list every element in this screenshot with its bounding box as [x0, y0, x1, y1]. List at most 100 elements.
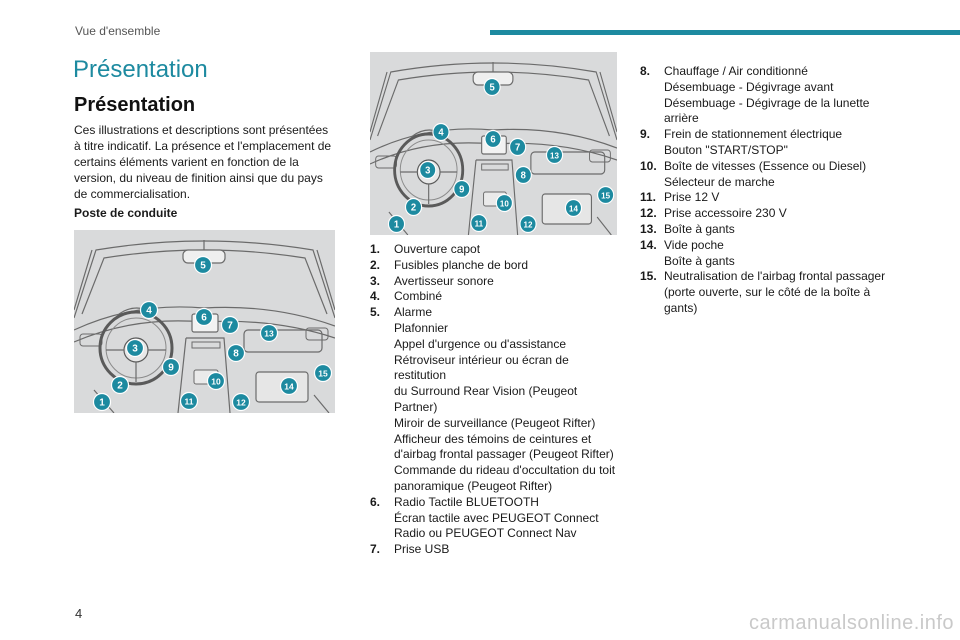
- steering-wheel: [393, 132, 465, 208]
- section-subtitle: Présentation: [74, 94, 196, 116]
- callout-number: 6: [201, 313, 207, 324]
- header-accent-bar: [490, 30, 960, 35]
- legend-item-text: Chauffage / Air conditionné: [664, 64, 808, 78]
- callout-marker: 6: [484, 129, 502, 149]
- legend-item: 1. Ouverture capot: [370, 242, 620, 258]
- legend-item-text: Boîte de vitesses (Essence ou Diesel): [664, 158, 867, 173]
- legend-item-text: Alarme: [394, 305, 433, 320]
- legend-item-number: 13.: [640, 221, 657, 236]
- legend-item-number: 14.: [640, 237, 657, 252]
- callout-marker: 8: [226, 343, 246, 363]
- callout-number: 7: [227, 321, 233, 332]
- legend-item-text: Vide poche: [664, 237, 724, 252]
- callout-marker: 14: [564, 198, 583, 218]
- callout-number: 9: [459, 184, 465, 195]
- callout-number: 13: [264, 329, 274, 339]
- legend-item-text: panoramique (Peugeot Rifter): [394, 478, 553, 493]
- legend-item-number: 3.: [370, 273, 381, 288]
- callout-number: 9: [168, 363, 174, 374]
- callout-number: 2: [411, 202, 417, 213]
- legend-item-text: Fusibles planche de bord: [394, 257, 529, 272]
- callout-number: 3: [425, 165, 431, 176]
- callout-marker: 15: [597, 185, 615, 205]
- callout-number: 11: [185, 397, 194, 407]
- callout-number: 5: [200, 261, 206, 272]
- callout-marker: 11: [179, 391, 199, 411]
- legend-item-text: Commande du rideau d'occultation du toit: [394, 463, 616, 478]
- legend-item: 2. Fusibles planche de bord: [370, 258, 620, 274]
- callout-marker: 4: [139, 300, 159, 320]
- steering-wheel: [98, 310, 174, 386]
- callout-number: 10: [211, 377, 221, 387]
- legend-item-text: Sélecteur de marche: [664, 174, 775, 189]
- legend-item-text: Désembuage - Dégivrage de la lunette: [664, 95, 870, 110]
- callout-number: 1: [99, 398, 105, 409]
- section-label: Vue d'ensemble: [75, 24, 161, 38]
- callout-number: 6: [490, 134, 496, 145]
- legend-item-text: Ouverture capot: [394, 242, 481, 256]
- callout-number: 12: [236, 398, 246, 408]
- callout-number: 4: [146, 306, 152, 317]
- legend-item-text: Neutralisation de l'airbag frontal passa…: [664, 269, 886, 284]
- callout-number: 7: [515, 142, 520, 153]
- legend-item-text: Plafonnier: [394, 320, 449, 335]
- callout-number: 12: [524, 220, 533, 229]
- legend-item-number: 4.: [370, 289, 381, 304]
- legend-item: 3. Avertisseur sonore: [370, 274, 620, 290]
- legend-item-number: 6.: [370, 494, 381, 509]
- legend-item-text: d'airbag frontal passager (Peugeot Rifte…: [394, 447, 614, 462]
- callout-marker: 12: [231, 392, 251, 412]
- callout-marker: 7: [220, 315, 240, 335]
- legend-item-text: Désembuage - Dégivrage avant: [664, 79, 834, 94]
- legend-item-number: 5.: [370, 305, 381, 320]
- callout-number: 3: [132, 344, 138, 355]
- legend-item-number: 10.: [640, 158, 657, 173]
- legend-item-text: Avertisseur sonore: [394, 273, 494, 288]
- callout-marker: 5: [193, 255, 213, 275]
- legend-item-text: (porte ouverte, sur le côté de la boîte …: [664, 285, 871, 300]
- callout-marker: 9: [161, 357, 181, 377]
- legend-item-text: Afficheur des témoins de ceintures et: [394, 431, 592, 446]
- watermark: carmanualsonline.info: [748, 612, 954, 634]
- callout-marker: 1: [387, 214, 406, 234]
- callout-number: 2: [117, 381, 123, 392]
- callout-number: 10: [500, 199, 509, 208]
- legend-item-text: Appel d'urgence ou d'assistance: [394, 336, 567, 351]
- callout-number: 13: [550, 151, 559, 160]
- callout-marker: 10: [206, 371, 226, 391]
- legend-item-number: 2.: [370, 257, 381, 272]
- legend-item: 11.Prise 12 V: [640, 190, 890, 206]
- legend-item-text: Prise accessoire 230 V: [664, 206, 787, 221]
- legend-item: 13.Boîte à gants: [640, 222, 890, 238]
- legend-item-number: 1.: [370, 242, 381, 256]
- legend-item-text: Boîte à gants: [664, 253, 735, 268]
- callout-marker: 3: [125, 338, 145, 358]
- callout-number: 5: [489, 82, 495, 93]
- callout-marker: 6: [194, 307, 214, 327]
- legend-item-text: Frein de stationnement électrique: [664, 127, 843, 142]
- legend-item-text: du Surround Rear Vision (Peugeot Partner…: [394, 384, 578, 414]
- callout-number: 1: [394, 219, 400, 230]
- callout-marker: 1: [92, 392, 112, 412]
- legend-item: 12. Prise accessoire 230 V: [640, 206, 890, 222]
- legend-item: 7. Prise USB: [370, 542, 620, 558]
- legend-item-text: Radio Tactile BLUETOOTH: [394, 494, 539, 509]
- legend-item: 4. Combiné: [370, 289, 620, 305]
- legend-item-number: 7.: [370, 542, 381, 557]
- callout-marker: 9: [453, 179, 471, 199]
- legend-item-text: Combiné: [394, 289, 443, 304]
- legend-item-number: 15.: [640, 269, 657, 284]
- legend-item-text: Prise USB: [394, 542, 450, 557]
- legend-item-number: 8.: [640, 64, 651, 78]
- callout-marker: 15: [313, 363, 333, 383]
- callout-marker: 3: [419, 160, 437, 180]
- legend-item-number: 12.: [640, 206, 657, 221]
- callout-number: 14: [284, 382, 294, 392]
- page-number: 4: [75, 606, 83, 621]
- callout-number: 15: [318, 369, 328, 379]
